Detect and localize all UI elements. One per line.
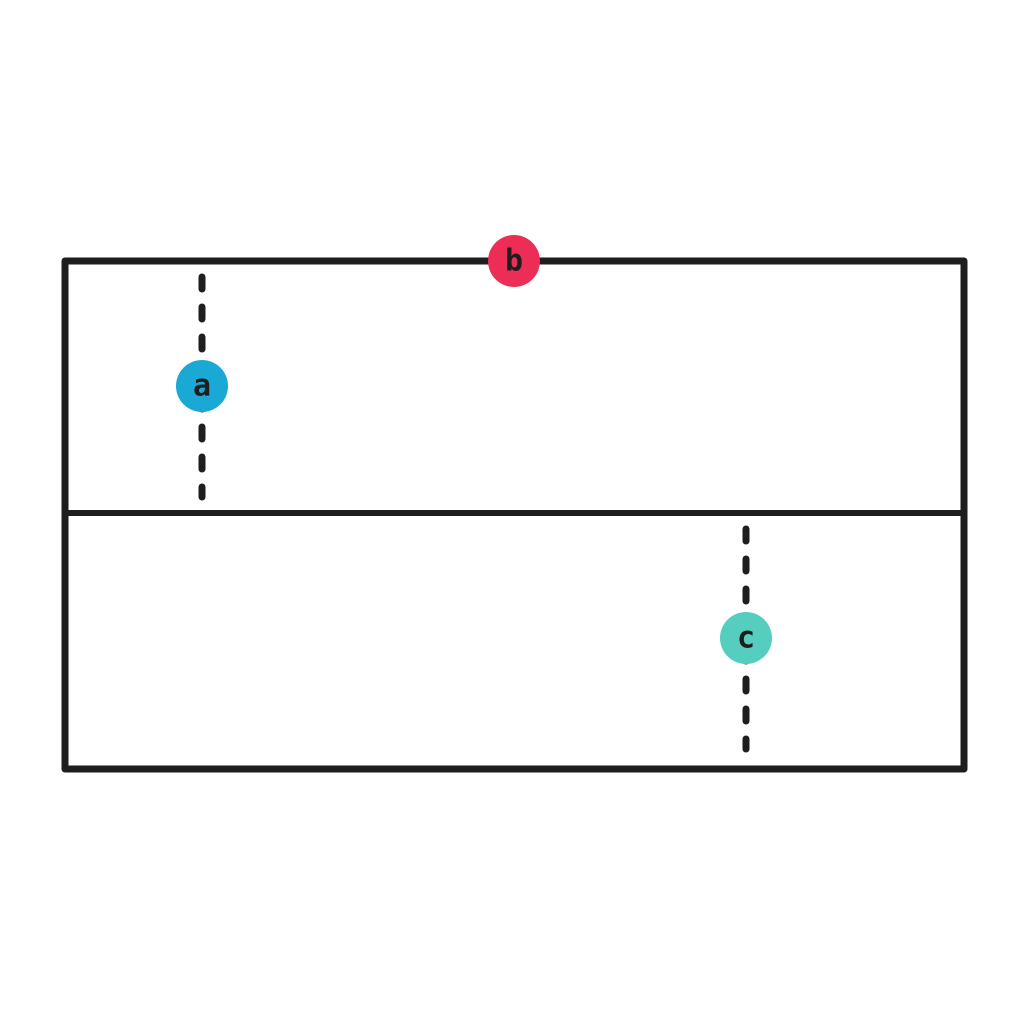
marker-c-label: c	[737, 621, 755, 656]
marker-a-circle	[176, 360, 228, 412]
marker-c: c	[720, 612, 772, 664]
marker-b-circle	[488, 235, 540, 287]
marker-a-label: a	[193, 369, 211, 404]
marker-c-circle	[720, 612, 772, 664]
marker-b-label: b	[505, 244, 523, 279]
marker-a: a	[176, 360, 228, 412]
marker-b: b	[488, 235, 540, 287]
